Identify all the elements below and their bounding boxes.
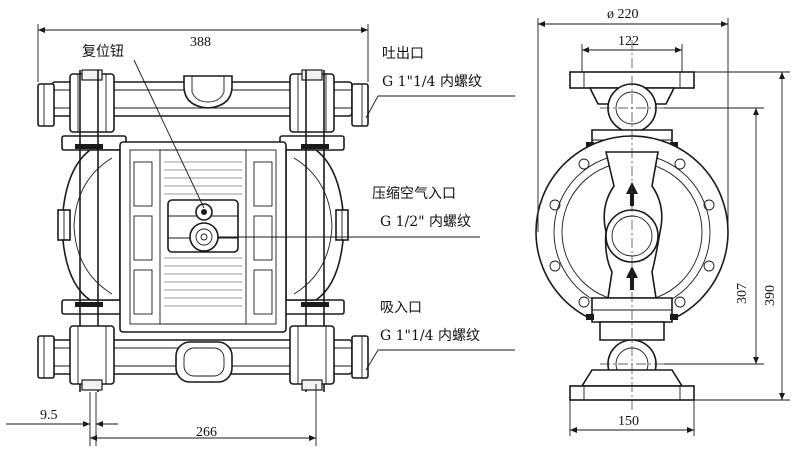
annotations: 388 266 9.5 复位钮 吐出口 G 1"1/4 内螺纹 压缩空气入口 G… xyxy=(40,7,778,440)
dim-122-label: 122 xyxy=(618,34,639,49)
dim-9-5-label: 9.5 xyxy=(40,408,58,423)
dim-total-height xyxy=(694,71,790,401)
air-inlet-title: 压缩空气入口 xyxy=(372,186,456,202)
dim-pitch xyxy=(89,384,317,446)
outlet-title: 吐出口 xyxy=(382,46,424,62)
center-fins xyxy=(164,161,242,307)
left-chamber xyxy=(57,135,127,315)
top-manifold xyxy=(37,69,369,133)
dim-diameter xyxy=(537,18,729,232)
suction-title: 吸入口 xyxy=(380,300,422,316)
dim-top-width xyxy=(581,44,683,72)
reset-button-label: 复位钮 xyxy=(82,43,124,60)
dim-390-label: 390 xyxy=(763,285,778,306)
front-view xyxy=(6,24,515,446)
bottom-manifold xyxy=(37,325,369,391)
outlet-thread: G 1"1/4 内螺纹 xyxy=(382,74,482,90)
dim-220-label: ø 220 xyxy=(607,7,639,22)
dim-overall-width xyxy=(37,24,369,82)
dim-388-label: 388 xyxy=(190,35,211,50)
dim-266-label: 266 xyxy=(196,425,217,440)
air-inlet-thread: G 1/2" 内螺纹 xyxy=(380,214,471,230)
center-body xyxy=(119,141,287,333)
right-chamber xyxy=(279,135,349,315)
side-view xyxy=(535,18,790,436)
suction-thread: G 1"1/4 内螺纹 xyxy=(380,328,480,344)
dim-offset xyxy=(6,392,118,446)
air-inlet-fitting-icon xyxy=(189,222,219,252)
dim-150-label: 150 xyxy=(618,414,639,429)
dim-mid-height xyxy=(664,107,764,365)
dim-307-label: 307 xyxy=(735,283,750,304)
housing-bolts xyxy=(549,158,715,308)
dim-base-width xyxy=(569,400,695,436)
leaders xyxy=(133,59,515,371)
